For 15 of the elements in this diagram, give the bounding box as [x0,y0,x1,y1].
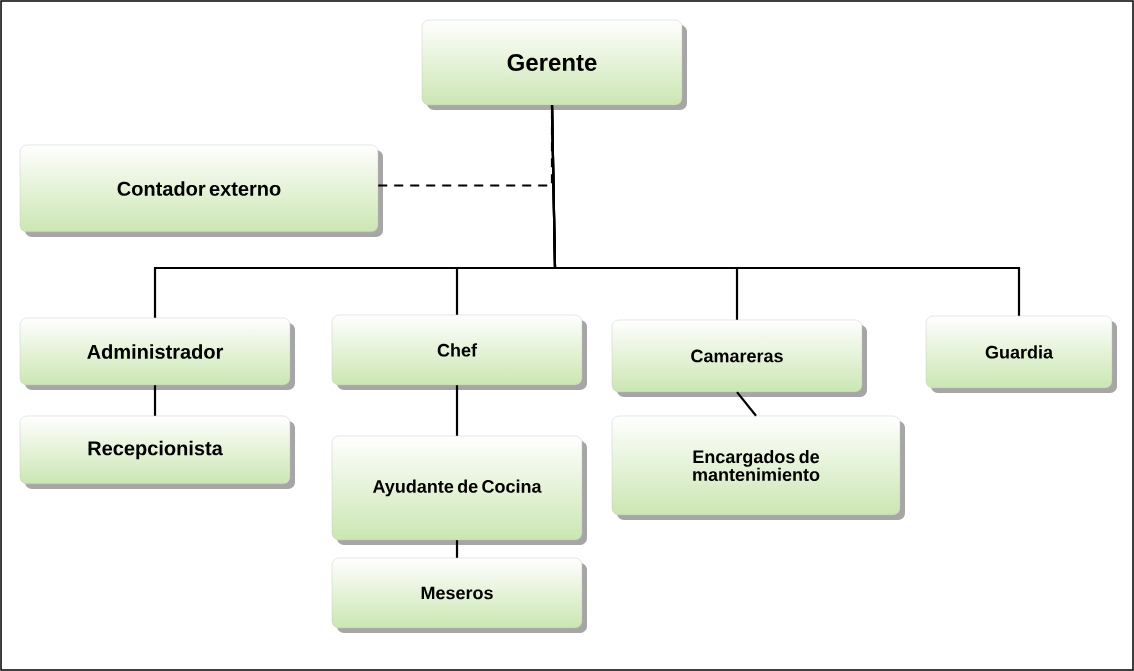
org-box: Meseros [331,557,587,633]
org-box: Administrador [19,317,295,390]
org-box: Recepcionista [19,415,295,489]
org-box: Guardia [925,315,1117,393]
connector-line [550,105,1021,316]
org-box: Camareras [611,319,867,397]
org-box: Gerente [421,19,687,110]
connector-line [153,385,157,416]
org-box: Chef [331,314,587,390]
connector-line [455,385,459,436]
connector-line [736,391,757,417]
connector-line [455,540,459,558]
org-box: Ayudante de Cocina [331,435,587,545]
org-box: Encargados de mantenimiento [611,415,905,520]
org-box: Contador externo [19,144,383,237]
